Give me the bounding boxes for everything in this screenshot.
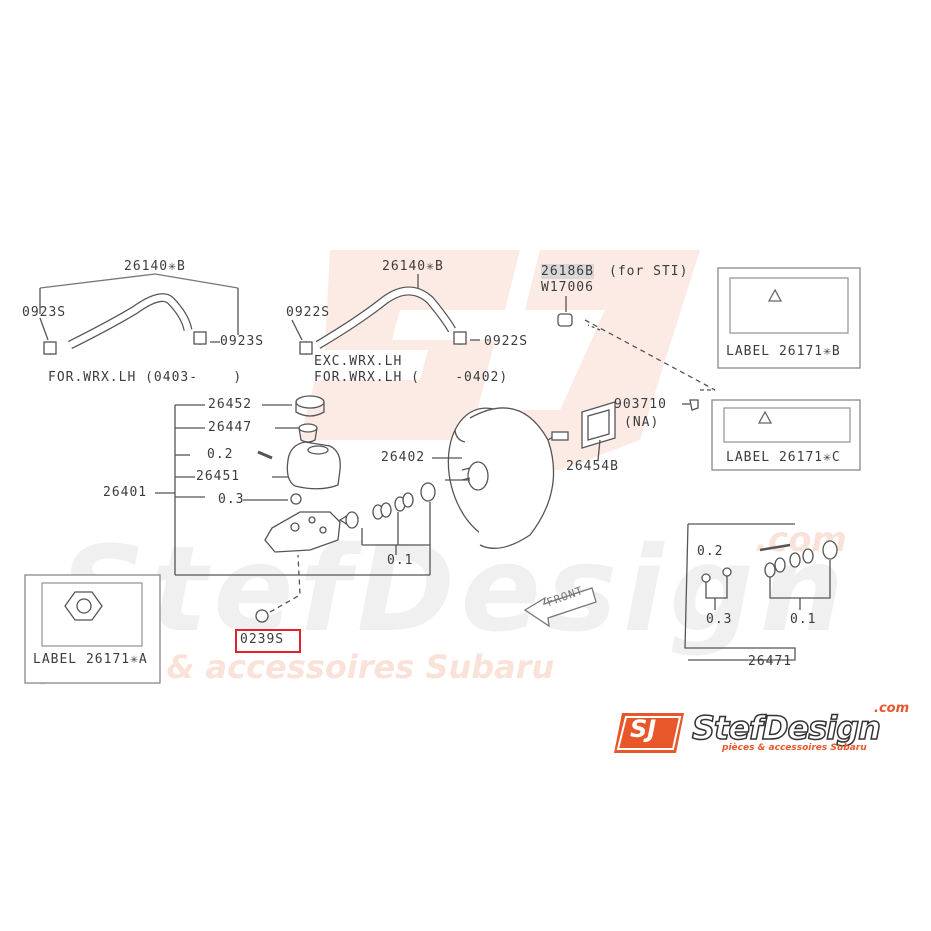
vacuum-hose-left bbox=[39, 273, 239, 355]
kit-label-piston: 0.1 bbox=[790, 612, 817, 627]
watermark-brand: StefDesign bbox=[60, 520, 850, 658]
part-label-check-valve: 26186B bbox=[541, 264, 594, 279]
part-label-fastener: 903710 bbox=[614, 397, 667, 412]
kit-label-pin: 0.2 bbox=[697, 544, 724, 559]
brand-logo-mark-letters: SJ bbox=[630, 715, 657, 743]
label-b-caption: LABEL 26171✳B bbox=[726, 344, 841, 359]
repair-kit-group bbox=[684, 523, 838, 661]
part-label-filter: 26447 bbox=[208, 420, 253, 435]
master-cylinder-group bbox=[155, 404, 431, 576]
vacuum-hose-middle bbox=[291, 274, 480, 355]
part-label-hose-left: 26140✳B bbox=[124, 259, 186, 274]
brand-logo-tagline: pièces & accessoires Subaru bbox=[722, 743, 867, 753]
piston-kit bbox=[338, 482, 436, 555]
brand-logo: SJ StefDesign .com pièces & accessoires … bbox=[612, 701, 922, 760]
part-label-clamp-left-b: 0923S bbox=[220, 334, 265, 349]
label-a-caption: LABEL 26171✳A bbox=[33, 652, 148, 667]
part-label-clamp-mid-b: 0922S bbox=[484, 334, 529, 349]
brand-logo-com: .com bbox=[874, 701, 910, 716]
note-left-model: FOR.WRX.LH (0403- ) bbox=[48, 370, 243, 385]
part-label-pin: 0.2 bbox=[207, 447, 234, 462]
note-mid-model-1: EXC.WRX.LH bbox=[314, 354, 403, 369]
part-label-plug: 0239S bbox=[240, 632, 285, 647]
part-label-gasket: 26454B bbox=[566, 459, 619, 474]
kit-label-seal: 0.3 bbox=[706, 612, 733, 627]
part-label-repair-kit: 26471 bbox=[748, 654, 793, 669]
check-valve-clip bbox=[557, 296, 716, 391]
part-label-clamp-mid-a: 0922S bbox=[286, 305, 331, 320]
note-check-valve: (for STI) bbox=[609, 264, 689, 279]
part-label-clamp-left-a: 0923S bbox=[22, 305, 67, 320]
part-label-clip: W17006 bbox=[541, 280, 594, 295]
part-label-booster: 26402 bbox=[381, 450, 426, 465]
part-label-seal: 0.3 bbox=[218, 492, 245, 507]
part-label-hose-mid: 26140✳B bbox=[382, 259, 444, 274]
brake-booster bbox=[432, 407, 569, 549]
note-mid-model-2: FOR.WRX.LH ( -0402) bbox=[314, 370, 509, 385]
front-arrow bbox=[523, 587, 597, 628]
part-label-reservoir: 26451 bbox=[196, 469, 241, 484]
highlight-box bbox=[235, 629, 301, 653]
part-label-master-cylinder: 26401 bbox=[103, 485, 148, 500]
note-fastener: (NA) bbox=[624, 415, 660, 430]
fastener-903710 bbox=[682, 389, 715, 411]
brand-logo-mark bbox=[614, 713, 684, 753]
label-c-caption: LABEL 26171✳C bbox=[726, 450, 841, 465]
part-label-cap: 26452 bbox=[208, 397, 253, 412]
part-label-piston-kit: 0.1 bbox=[387, 553, 414, 568]
brand-logo-text: StefDesign bbox=[691, 708, 881, 748]
